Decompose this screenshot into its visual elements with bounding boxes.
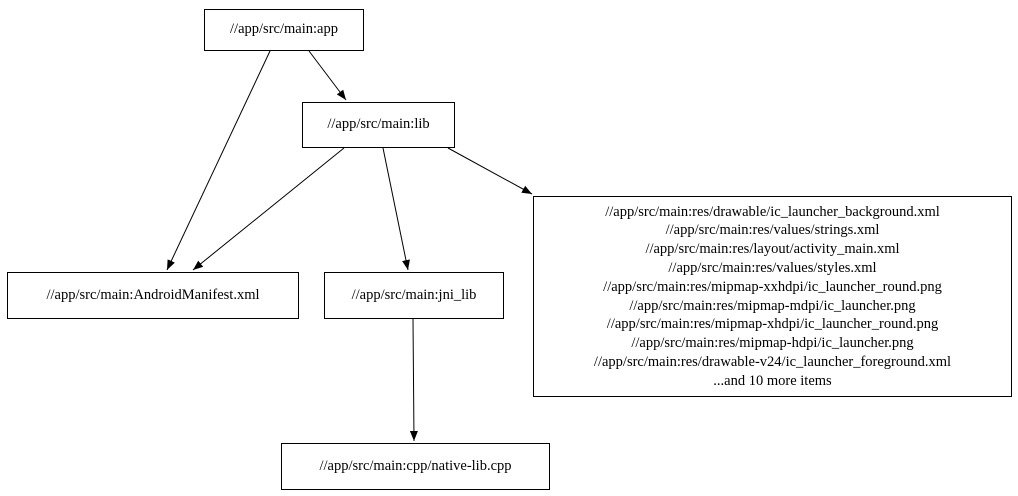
node-android-manifest: //app/src/main:AndroidManifest.xml <box>7 272 299 319</box>
node-android-manifest-label: //app/src/main:AndroidManifest.xml <box>46 286 260 303</box>
node-jni-lib-label: //app/src/main:jni_lib <box>351 286 477 303</box>
res-group-line: //app/src/main:res/mipmap-mdpi/ic_launch… <box>629 297 916 314</box>
res-group-line: //app/src/main:res/mipmap-xxhdpi/ic_laun… <box>603 278 942 295</box>
edge-lib-to-res-group <box>447 147 533 195</box>
res-group-line: //app/src/main:res/mipmap-xhdpi/ic_launc… <box>606 316 939 333</box>
node-native-lib-cpp: //app/src/main:cpp/native-lib.cpp <box>281 443 550 490</box>
node-app: //app/src/main:app <box>204 9 364 51</box>
res-group-line: //app/src/main:res/values/strings.xml <box>665 222 880 239</box>
edge-lib-to-jni-lib <box>382 147 410 271</box>
res-group-more-items: ...and 10 more items <box>713 372 832 389</box>
edge-jni-lib-to-native-lib-cpp <box>409 318 418 442</box>
res-group-line: //app/src/main:res/drawable-v24/ic_launc… <box>593 353 952 370</box>
node-res-group: //app/src/main:res/drawable/ic_launcher_… <box>533 196 1012 397</box>
res-group-line: //app/src/main:res/mipmap-hdpi/ic_launch… <box>631 335 914 352</box>
node-app-label: //app/src/main:app <box>230 21 338 38</box>
edge-app-to-lib <box>308 50 347 101</box>
node-lib: //app/src/main:lib <box>302 102 455 148</box>
node-native-lib-cpp-label: //app/src/main:cpp/native-lib.cpp <box>319 457 512 474</box>
node-jni-lib: //app/src/main:jni_lib <box>324 272 504 319</box>
res-group-line: //app/src/main:res/drawable/ic_launcher_… <box>605 203 940 220</box>
edge-lib-to-manifest <box>192 147 345 271</box>
res-group-line: //app/src/main:res/values/styles.xml <box>668 259 877 276</box>
edge-app-to-manifest <box>166 50 271 271</box>
node-lib-label: //app/src/main:lib <box>327 116 430 133</box>
res-group-line: //app/src/main:res/layout/activity_main.… <box>645 241 900 258</box>
